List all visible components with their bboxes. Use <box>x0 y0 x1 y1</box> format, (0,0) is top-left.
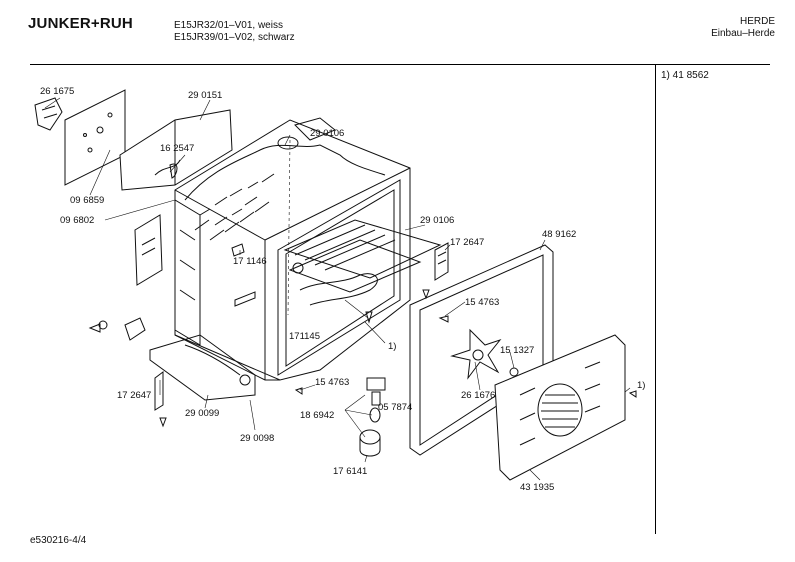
footnote: 1) 41 8562 <box>661 70 709 81</box>
bottom-heater <box>149 334 256 401</box>
part-label: 26 1676 <box>461 390 496 401</box>
part-label: 48 9162 <box>542 229 577 240</box>
screws <box>88 243 637 428</box>
sensor-part <box>34 97 63 131</box>
leader-lines <box>44 97 631 481</box>
part-label: 17 2647 <box>117 390 152 401</box>
part-label: 29 0106 <box>420 215 455 226</box>
insulation-panel <box>119 109 233 191</box>
part-label: 16 2547 <box>160 143 195 154</box>
part-label: 05 7874 <box>378 402 413 413</box>
part-label: 17 2647 <box>450 237 485 248</box>
oven-cavity <box>174 117 411 381</box>
notes-divider <box>655 64 656 534</box>
part-label: 1) <box>637 380 646 391</box>
model-line: E15JR32/01–V01, weiss <box>174 20 283 31</box>
part-label: 29 0151 <box>188 90 223 101</box>
part-label: 29 0099 <box>185 408 220 419</box>
fan-cover <box>494 334 626 481</box>
rear-wall-plate <box>64 89 126 186</box>
fan-blade <box>450 328 502 380</box>
part-label: 15 4763 <box>465 297 500 308</box>
part-label: 29 0098 <box>240 433 275 444</box>
part-label: 1) <box>388 341 397 352</box>
model-list: E15JR32/01–V01, weiss E15JR39/01–V02, sc… <box>174 20 295 44</box>
category-line: Einbau–Herde <box>711 28 775 39</box>
part-label: 29 0106 <box>310 128 345 139</box>
part-label: 171145 <box>289 331 320 342</box>
part-label: 18 6942 <box>300 410 335 421</box>
bottom-clip <box>154 371 164 411</box>
grill-element <box>299 273 378 306</box>
part-label: 15 1327 <box>500 345 535 356</box>
category: HERDE Einbau–Herde <box>711 16 775 40</box>
part-label: 15 4763 <box>315 377 350 388</box>
lamp-assembly <box>359 377 386 457</box>
model-line: E15JR39/01–V02, schwarz <box>174 32 295 43</box>
oven-rack <box>283 219 442 293</box>
part-label: 17 1146 <box>233 256 267 267</box>
side-bracket <box>134 214 163 286</box>
part-label: 43 1935 <box>520 482 555 493</box>
part-label: 09 6802 <box>60 215 95 226</box>
brand-logo: JUNKER+RUH <box>28 15 133 32</box>
document-id: e530216-4/4 <box>30 535 87 546</box>
part-label: 26 1675 <box>40 86 75 97</box>
rack-rail <box>434 242 449 281</box>
category-line: HERDE <box>739 16 775 27</box>
part-label: 17 6141 <box>333 466 368 477</box>
part-label: 09 6859 <box>70 195 105 206</box>
header-divider <box>30 64 770 65</box>
